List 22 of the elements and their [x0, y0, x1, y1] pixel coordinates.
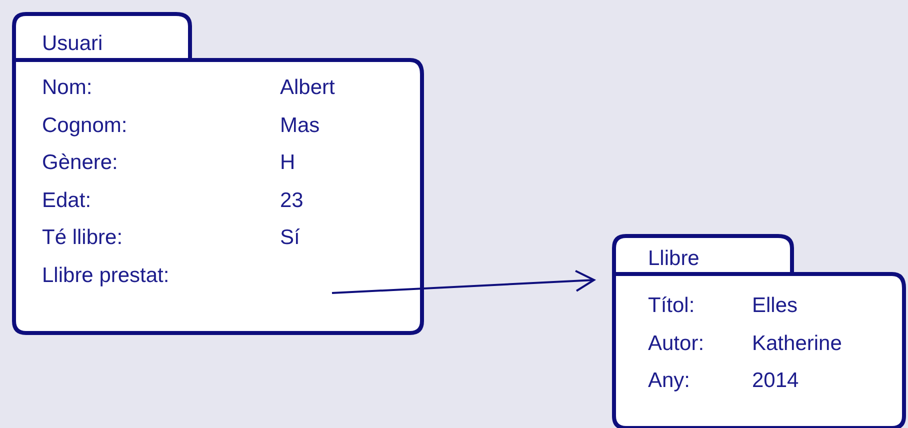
field-value: H [280, 152, 296, 173]
field-name: Llibre prestat: [42, 264, 170, 286]
field-name: Nom: [42, 77, 92, 98]
field-value: 2014 [752, 370, 799, 391]
field-name: Any: [648, 370, 690, 391]
field-value: Katherine [752, 332, 842, 354]
field-name: Té llibre: [42, 227, 123, 248]
field-name: Gènere: [42, 152, 118, 173]
field-value: Mas [280, 114, 320, 136]
field-value: Albert [280, 77, 335, 98]
object-title: Usuari [42, 32, 103, 54]
object-title: Llibre [648, 248, 700, 268]
field-value: 23 [280, 190, 304, 210]
field-name: Cognom: [42, 114, 128, 136]
object-card [612, 234, 906, 428]
field-value: Sí [280, 227, 300, 248]
field-name: Autor: [648, 332, 704, 354]
field-name: Títol: [648, 295, 695, 316]
field-value: Elles [752, 295, 798, 316]
arrow [332, 270, 595, 294]
field-name: Edat: [42, 190, 92, 210]
object-card [12, 12, 424, 335]
